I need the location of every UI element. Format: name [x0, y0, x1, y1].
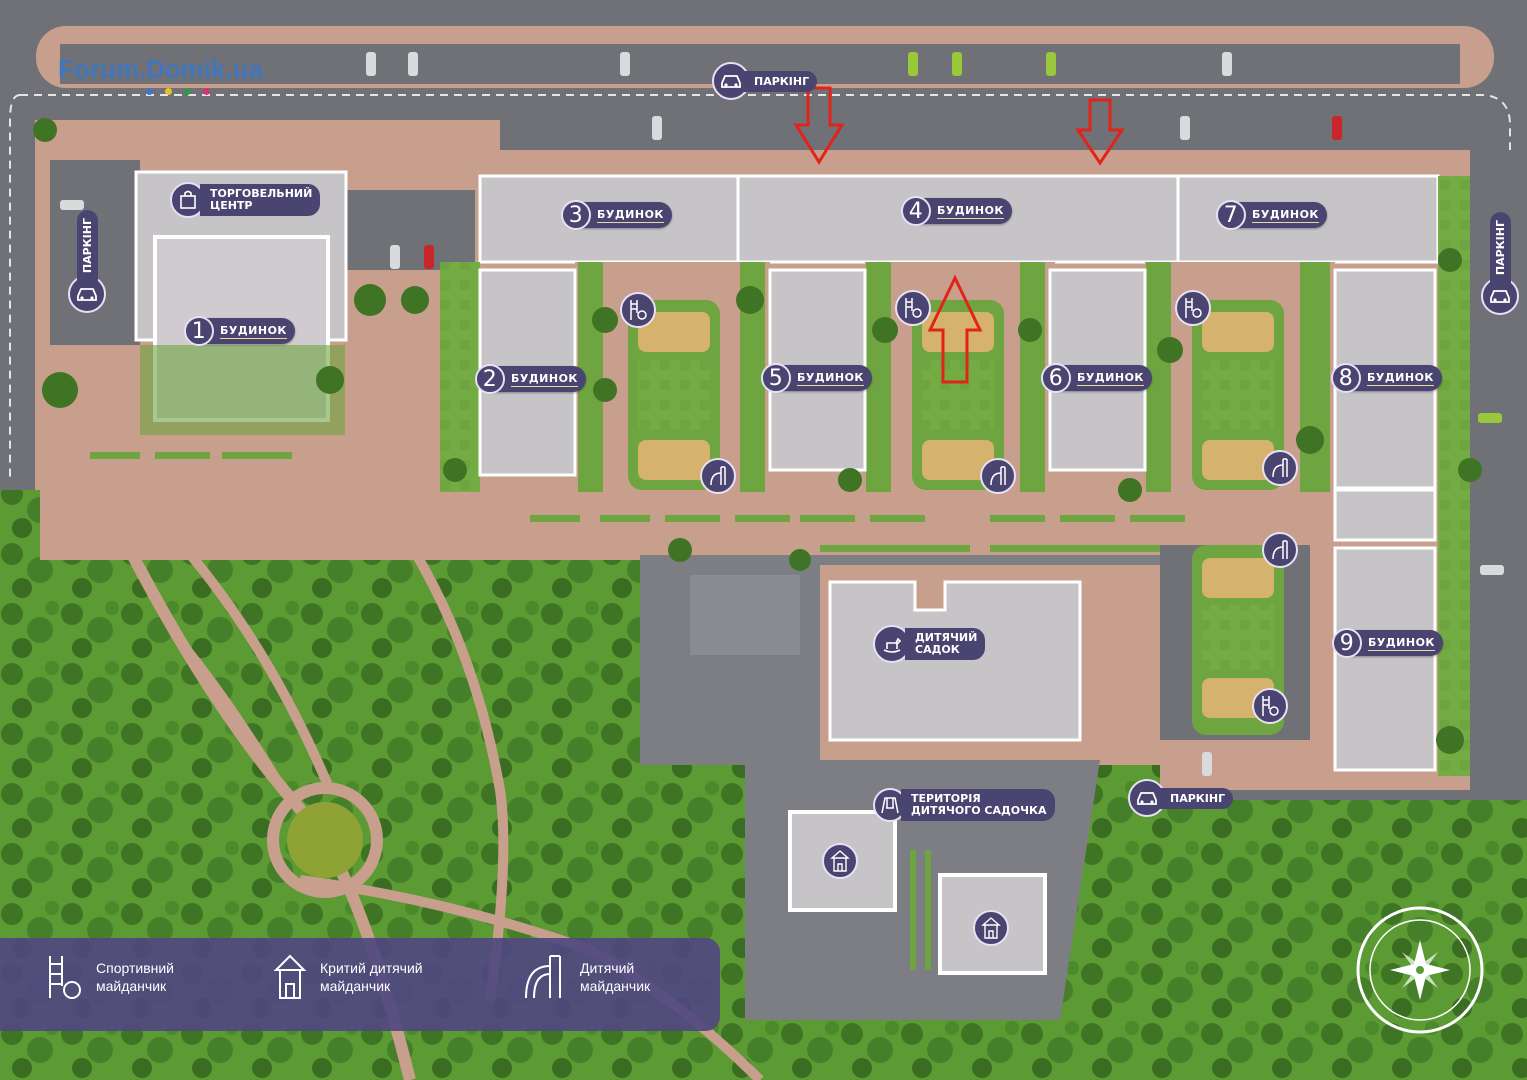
- parking-left-label: ПАРКІНГ: [76, 210, 98, 282]
- parking-top-label: ПАРКІНГ: [744, 70, 818, 92]
- playground-slide-icon: [525, 955, 561, 999]
- kindergarten-territory-line2: ДИТЯЧОГО САДОЧКА: [911, 804, 1047, 817]
- sports-ground-icon[interactable]: [1175, 290, 1211, 326]
- covered-playground-icon[interactable]: [973, 910, 1009, 946]
- kindergarten-label-line2: САДОК: [915, 643, 960, 656]
- sports-ground-icon: [49, 956, 81, 999]
- kindergarten-territory-label[interactable]: ТЕРИТОРІЯ ДИТЯЧОГО САДОЧКА: [873, 788, 1055, 822]
- parking-bottom-label: ПАРКІНГ: [1160, 787, 1234, 809]
- kindergarten-label-line1: ДИТЯЧИЙ: [915, 631, 978, 644]
- parking-bottom-badge[interactable]: ПАРКІНГ: [1128, 779, 1234, 817]
- car-icon: [68, 275, 106, 314]
- legend-text-covered: Критий дитячий майданчик: [320, 960, 423, 994]
- mall-label[interactable]: ТОРГОВЕЛЬНИЙ ЦЕНТР: [170, 182, 321, 218]
- mall-label-line2: ЦЕНТР: [210, 199, 253, 212]
- covered-playground-icon[interactable]: [822, 843, 858, 879]
- annotation-arrow-down-1: [793, 86, 845, 165]
- watermark-text: Forum.Domik.ua: [58, 54, 264, 84]
- parking-top-badge[interactable]: ПАРКІНГ: [712, 62, 818, 100]
- map-legend: Спортивний майданчик Критий дитячий майд…: [0, 938, 720, 1031]
- covered-playground-icon: [273, 954, 307, 999]
- legend-item-covered: Критий дитячий майданчик: [272, 952, 423, 1002]
- sports-ground-icon[interactable]: [1252, 688, 1288, 724]
- playground-slide-icon[interactable]: [980, 458, 1016, 494]
- legend-item-playground: Дитячий майданчик: [520, 952, 650, 1002]
- parking-left-badge[interactable]: ПАРКІНГ: [68, 210, 106, 314]
- sports-ground-icon[interactable]: [895, 290, 931, 326]
- playground-slide-icon[interactable]: [700, 458, 736, 494]
- playground-slide-icon[interactable]: [1262, 532, 1298, 568]
- rocking-horse-icon: [873, 625, 911, 663]
- annotation-arrow-down-2: [1075, 98, 1125, 166]
- playground-slide-icon[interactable]: [1262, 450, 1298, 486]
- kindergarten-label[interactable]: ДИТЯЧИЙ САДОК: [873, 625, 986, 663]
- parking-right-label: ПАРКІНГ: [1489, 212, 1511, 284]
- watermark-dots: [146, 88, 210, 95]
- compass-rose-icon: [1356, 906, 1484, 1034]
- sports-ground-icon[interactable]: [620, 292, 656, 328]
- annotation-arrow-up: [927, 274, 983, 384]
- kindergarten-territory-line1: ТЕРИТОРІЯ: [911, 792, 981, 805]
- parking-right-badge[interactable]: ПАРКІНГ: [1481, 212, 1519, 316]
- legend-item-sports: Спортивний майданчик: [44, 952, 174, 1002]
- legend-text-playground: Дитячий майданчик: [580, 960, 651, 994]
- mall-label-line1: ТОРГОВЕЛЬНИЙ: [210, 187, 313, 200]
- legend-text-sports: Спортивний майданчик: [96, 960, 174, 994]
